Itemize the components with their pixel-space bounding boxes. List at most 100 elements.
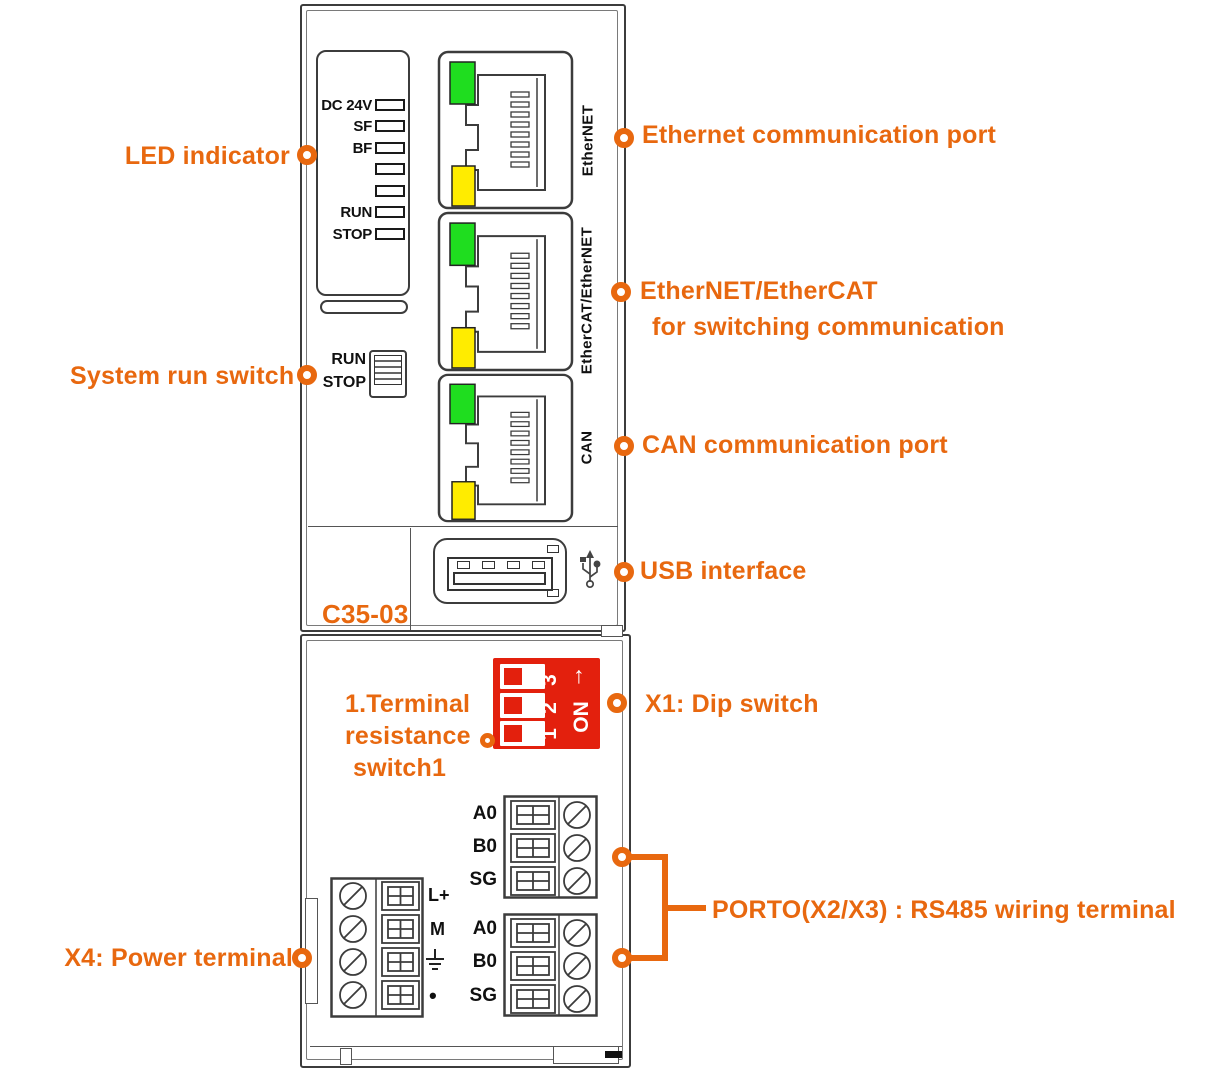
earth-ground-icon xyxy=(426,949,444,970)
led-label-dc24v: DC 24V xyxy=(321,97,372,114)
dip-on-label: ON xyxy=(570,701,593,733)
usb-contact xyxy=(507,561,520,569)
terminal-row-label-x4-m: M xyxy=(430,919,445,939)
link-led-green xyxy=(449,383,476,425)
system-run-switch xyxy=(369,350,407,398)
usb-corner-mark xyxy=(547,589,559,597)
leader-ring-ethercat xyxy=(611,282,631,302)
leader-ring-led-indicator xyxy=(297,145,317,165)
module-junction-tab xyxy=(601,625,623,637)
led-window xyxy=(375,142,405,154)
led-window xyxy=(375,206,405,218)
terminal-block-x4 xyxy=(330,877,424,1018)
led-window xyxy=(375,120,405,132)
usb-contact xyxy=(482,561,495,569)
bottom-inner-seam xyxy=(310,1046,622,1047)
annotation-ethercat-line2: for switching communication xyxy=(652,313,1005,341)
annotation-led-indicator: LED indicator xyxy=(124,142,290,170)
panel-seam-horizontal xyxy=(308,526,618,527)
device-top-inner-line xyxy=(306,10,618,626)
rs485-bracket-stub-line xyxy=(666,905,706,911)
terminal-row-label-x3-sg: SG xyxy=(469,985,497,1006)
terminal-block-x2 xyxy=(503,795,598,899)
leader-ring-usb xyxy=(614,562,634,582)
usb-socket xyxy=(447,557,553,591)
port-label-ethercat: EtherCAT/EtherNET xyxy=(578,226,596,375)
annotation-ethercat-line1: EtherNET/EtherCAT xyxy=(640,277,878,305)
dip-handle xyxy=(504,668,522,685)
annotation-x1-dip-switch: X1: Dip switch xyxy=(645,690,819,718)
terminal-row-label-x2-a0: A0 xyxy=(472,803,497,824)
run-switch-run-label: RUN xyxy=(331,351,366,368)
annotation-x4-power-terminal: X4: Power terminal xyxy=(64,944,293,972)
led-label-stop: STOP xyxy=(332,226,373,243)
annotation-terminal-resistance-line1: 1.Terminal xyxy=(345,690,471,718)
leader-ring-terminal-resistance xyxy=(480,733,495,748)
led-window xyxy=(375,163,405,175)
port-label-can: CAN xyxy=(578,430,596,465)
annotation-can-port: CAN communication port xyxy=(642,431,948,459)
run-switch-handle xyxy=(374,355,402,385)
usb-icon xyxy=(580,550,601,589)
dip-position-label-1: 1 xyxy=(537,728,561,740)
led-panel-groove xyxy=(320,300,408,314)
leader-ring-run-switch xyxy=(297,365,317,385)
dip-slot-1 xyxy=(500,721,545,746)
terminal-row-label-x4-lplus: L+ xyxy=(428,885,450,905)
led-label-bf: BF xyxy=(352,140,373,157)
usb-tongue xyxy=(453,572,546,585)
terminal-block-x3 xyxy=(503,913,598,1017)
annotation-rs485-label: PORTO(X2/X3) : RS485 wiring terminal xyxy=(712,896,1176,924)
usb-port xyxy=(433,538,567,604)
dip-slot-2 xyxy=(500,693,545,718)
dip-slot-3 xyxy=(500,664,545,689)
led-label-sf: SF xyxy=(353,118,372,135)
usb-contact xyxy=(532,561,545,569)
activity-led-yellow xyxy=(451,326,476,369)
led-label-run: RUN xyxy=(340,204,372,221)
rj45-port-can xyxy=(437,373,574,523)
led-window xyxy=(375,99,405,111)
rs485-bracket-bottom-line xyxy=(630,955,668,961)
terminal-row-label-x4-dot: • xyxy=(429,983,437,1008)
annotation-ethernet-port: Ethernet communication port xyxy=(642,121,997,149)
bottom-foot-clip xyxy=(605,1051,622,1058)
leader-ring-rs485-bottom xyxy=(612,948,632,968)
link-led-green xyxy=(449,222,476,267)
rj45-port-ethercat xyxy=(437,211,574,372)
leader-ring-can xyxy=(614,436,634,456)
terminal-row-label-x2-sg: SG xyxy=(469,869,497,890)
rs485-bracket-vertical-line xyxy=(662,854,668,961)
port-label-ethernet: EtherNET xyxy=(579,104,597,177)
annotation-terminal-resistance-line2: resistance xyxy=(345,722,471,750)
dip-on-arrow-icon: ↑ xyxy=(573,662,585,688)
terminal-row-label-x3-a0: A0 xyxy=(472,918,497,939)
annotation-terminal-resistance: 1.Terminal resistance switch1 xyxy=(345,690,471,783)
leader-ring-power-terminal xyxy=(292,948,312,968)
usb-corner-mark xyxy=(547,545,559,553)
model-label: C35-03 xyxy=(322,599,409,629)
activity-led-yellow xyxy=(451,165,476,207)
bottom-foot-left xyxy=(340,1048,352,1065)
dip-position-label-2: 2 xyxy=(537,702,561,714)
run-switch-stop-label: STOP xyxy=(322,374,366,391)
leader-ring-ethernet xyxy=(614,128,634,148)
dip-switch-x1 xyxy=(493,658,600,749)
leader-ring-dip-switch xyxy=(607,693,627,713)
link-led-green xyxy=(449,61,476,105)
leader-ring-rs485-top xyxy=(612,847,632,867)
annotation-terminal-resistance-line3: switch1 xyxy=(353,754,447,782)
terminal-row-label-x3-b0: B0 xyxy=(472,951,497,972)
dip-handle xyxy=(504,725,522,742)
usb-contact xyxy=(457,561,470,569)
led-window xyxy=(375,185,405,197)
led-window xyxy=(375,228,405,240)
rs485-bracket-top-line xyxy=(630,854,668,860)
rj45-port-ethernet xyxy=(437,50,574,210)
annotation-system-run-switch: System run switch xyxy=(70,362,295,390)
panel-seam-vertical xyxy=(410,528,411,630)
dip-position-label-3: 3 xyxy=(537,674,561,686)
activity-led-yellow xyxy=(451,481,476,520)
terminal-row-label-x2-b0: B0 xyxy=(472,836,497,857)
